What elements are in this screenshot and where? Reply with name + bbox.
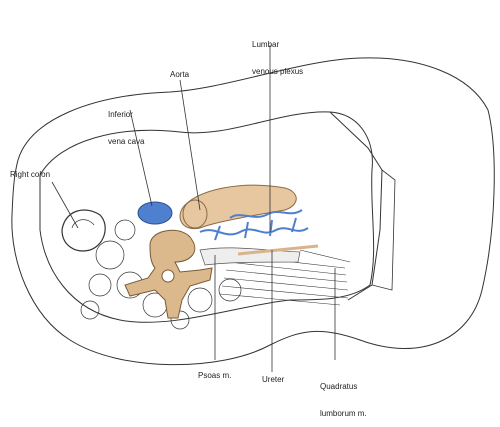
inner-abdominal-wall [39, 111, 375, 323]
label-ivc-line2: vena cava [108, 137, 145, 146]
label-right-colon: Right colon [10, 170, 51, 179]
label-psoas: Psoas m. [198, 371, 232, 380]
label-ql-line1: Quadratus [320, 382, 358, 391]
aorta [179, 184, 297, 230]
label-quadratus-lumborum: Quadratus lumborum m. [320, 364, 367, 427]
label-ureter: Ureter [262, 375, 285, 384]
inferior-vena-cava [137, 201, 173, 225]
leader-lines [51, 45, 336, 372]
outer-body-wall [11, 57, 495, 366]
label-ql-line2: lumborum m. [320, 409, 367, 418]
label-lumbar-venous-plexus: Lumbar venous plexus [252, 22, 303, 85]
label-inferior-vena-cava: Inferior vena cava [108, 92, 144, 155]
label-lumbar-line1: Lumbar [252, 40, 280, 49]
label-ivc-line1: Inferior [108, 110, 133, 119]
vertebra [124, 229, 213, 319]
lumbar-venous-plexus [199, 209, 309, 241]
ureter [237, 244, 319, 256]
label-aorta: Aorta [170, 70, 190, 79]
right-colon [61, 209, 106, 252]
anatomy-cross-section-illustration [11, 45, 495, 372]
psoas-muscle [199, 247, 301, 266]
retracted-wall-window [329, 111, 383, 301]
label-lumbar-line2: venous plexus [252, 67, 304, 76]
